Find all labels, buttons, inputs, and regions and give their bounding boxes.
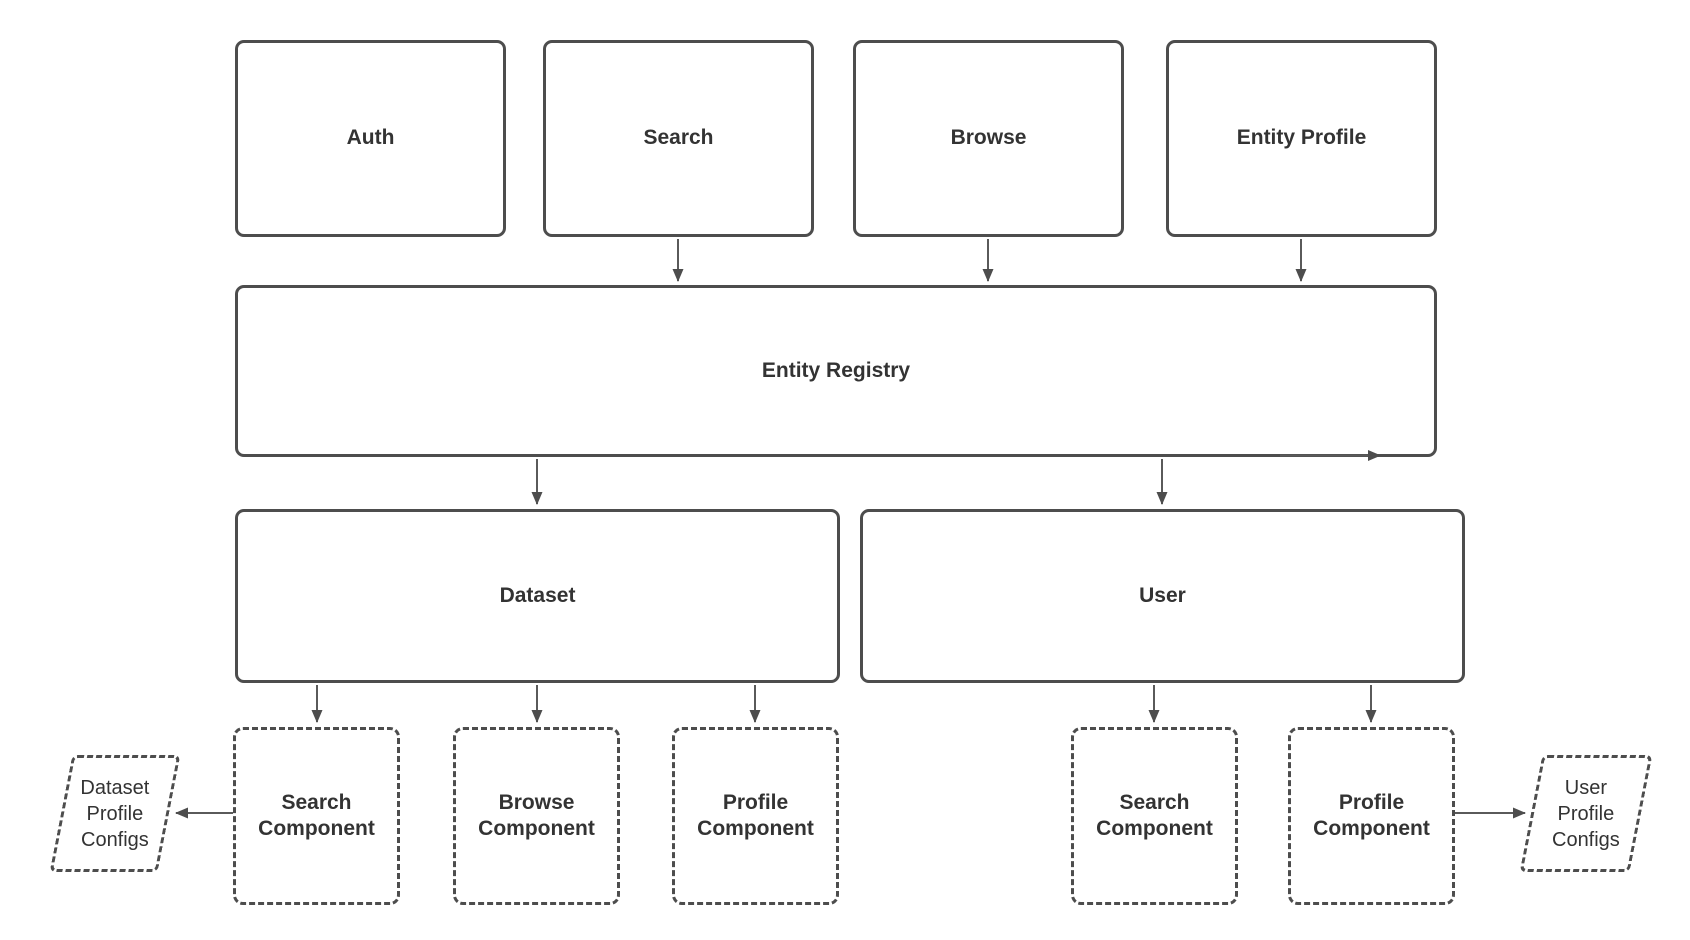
node-entity-registry: Entity Registry bbox=[235, 285, 1437, 457]
dataset-browse-component-label: Browse Component bbox=[478, 790, 595, 840]
dataset-profile-component-label: Profile Component bbox=[697, 790, 814, 840]
node-dataset-profile-component: Profile Component bbox=[672, 727, 839, 905]
dataset-search-component-label: Search Component bbox=[258, 790, 375, 840]
user-search-component-label: Search Component bbox=[1096, 790, 1213, 840]
node-user: User bbox=[860, 509, 1465, 683]
node-user-profile-component: Profile Component bbox=[1288, 727, 1455, 905]
browse-label: Browse bbox=[950, 126, 1027, 150]
entity-registry-label: Entity Registry bbox=[761, 358, 911, 382]
node-entity-profile: Entity Profile bbox=[1166, 40, 1437, 237]
node-dataset-profile-configs: Dataset Profile Configs bbox=[49, 755, 181, 872]
node-dataset-search-component: Search Component bbox=[233, 727, 400, 905]
node-dataset-browse-component: Browse Component bbox=[453, 727, 620, 905]
node-search: Search bbox=[543, 40, 814, 237]
user-profile-configs-label: User Profile Configs bbox=[1552, 776, 1620, 851]
auth-label: Auth bbox=[346, 126, 395, 150]
node-dataset: Dataset bbox=[235, 509, 840, 683]
entity-profile-label: Entity Profile bbox=[1236, 126, 1367, 150]
user-label: User bbox=[1139, 583, 1186, 607]
node-user-profile-configs: User Profile Configs bbox=[1519, 755, 1653, 872]
user-profile-component-label: Profile Component bbox=[1313, 790, 1430, 840]
dataset-profile-configs-label: Dataset Profile Configs bbox=[80, 776, 150, 851]
node-auth: Auth bbox=[235, 40, 506, 237]
node-user-search-component: Search Component bbox=[1071, 727, 1238, 905]
dataset-label: Dataset bbox=[499, 583, 576, 607]
search-label: Search bbox=[643, 126, 714, 150]
node-browse: Browse bbox=[853, 40, 1124, 237]
